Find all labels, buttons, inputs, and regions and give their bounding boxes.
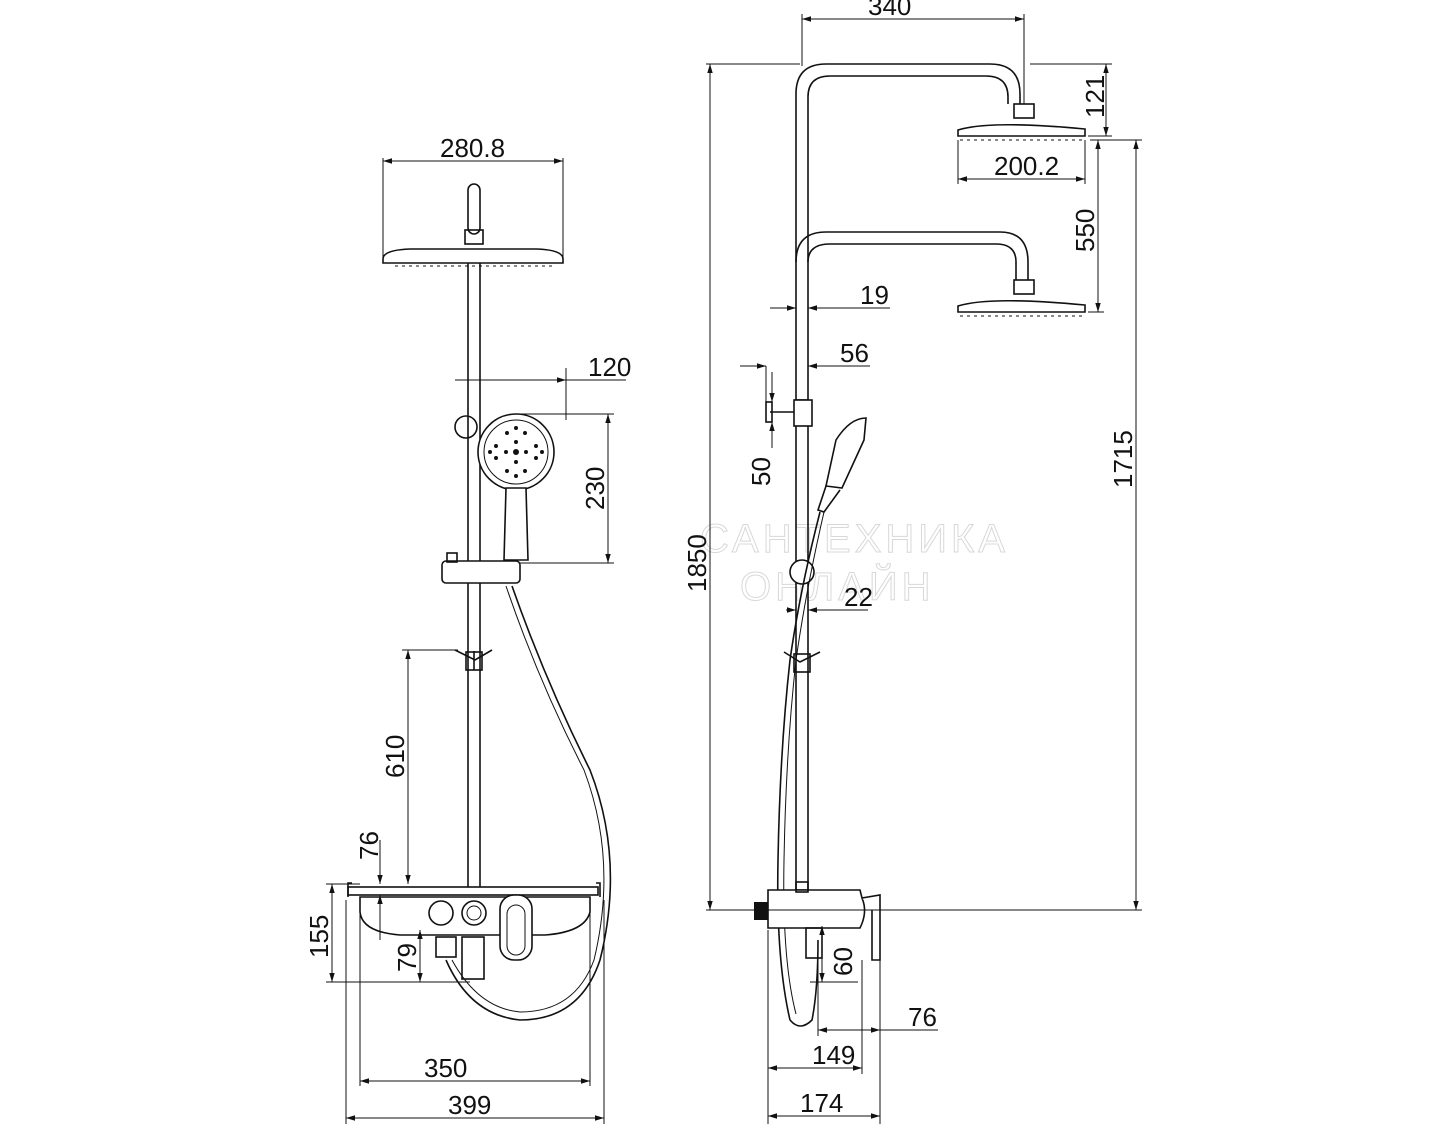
head-connector	[464, 229, 484, 245]
dim-pipe-diameter: 19	[860, 280, 889, 310]
dim-head-height: 121	[1080, 75, 1110, 118]
hand-shower-handle	[503, 487, 529, 561]
dim-mixer-height: 155	[304, 915, 334, 958]
thermostat-knob	[461, 900, 487, 926]
watermark: САНТЕХНИКА ОНЛАЙН	[700, 517, 1009, 610]
diverter-knob	[428, 900, 454, 926]
dim-head-width: 280.8	[440, 133, 505, 163]
dim-height-adjust: 550	[1070, 209, 1100, 252]
spray-nozzles	[488, 426, 544, 478]
overhead-shower-head-side-upper	[957, 123, 1086, 137]
watermark-line1: САНТЕХНИКА	[700, 517, 1009, 561]
overhead-shower-head-front	[382, 248, 564, 264]
side-hook	[783, 651, 821, 663]
dim-bracket-depth: 56	[840, 338, 869, 368]
dim-lever-depth: 76	[908, 1002, 937, 1032]
front-view: 280.8 120 230 610 76 155 79 350	[304, 133, 631, 1124]
dim-mixer-depth: 149	[812, 1040, 855, 1070]
dim-lower-pipe-diameter: 22	[844, 582, 873, 612]
shower-arm-side-lower	[795, 231, 1029, 280]
shower-hose-front	[445, 585, 612, 1021]
shelf-tray	[347, 886, 599, 896]
upper-holder	[454, 415, 478, 439]
dim-holder-to-tray: 610	[380, 735, 410, 778]
shower-arm-front	[467, 183, 481, 235]
dim-tray-height: 76	[354, 831, 384, 860]
mixer-lever-front	[499, 894, 533, 961]
dim-arm-reach: 340	[868, 0, 911, 21]
wall-bracket	[793, 399, 813, 427]
hose-connector	[435, 936, 457, 958]
mixer-body-side	[767, 889, 866, 929]
dim-hand-shower-height: 230	[580, 467, 610, 510]
dim-overall-width: 399	[448, 1090, 491, 1120]
dim-bracket-height: 50	[746, 457, 776, 486]
slider-bracket	[441, 560, 521, 584]
hand-shower-side	[825, 417, 867, 489]
dim-outlet-offset: 79	[392, 943, 422, 972]
dim-overall-height: 1850	[682, 534, 712, 592]
shower-hose-side	[776, 511, 821, 1027]
dim-tray-width: 350	[424, 1053, 467, 1083]
watermark-line2: ОНЛАЙН	[740, 563, 935, 609]
outlet-spout	[461, 936, 485, 980]
overhead-shower-head-side-lower	[957, 299, 1086, 313]
mixer-body-front	[359, 896, 591, 936]
wall-inlet	[754, 902, 768, 920]
dim-head-to-mixer: 1715	[1108, 430, 1138, 488]
dim-head-diameter: 200.2	[994, 151, 1059, 181]
dim-outlet-height: 60	[828, 947, 858, 976]
dim-overall-depth: 174	[800, 1088, 843, 1118]
middle-hook	[454, 649, 493, 670]
slider-ball	[789, 559, 815, 585]
shower-arm-side-upper	[795, 63, 1021, 400]
outlet-side	[805, 927, 823, 959]
dim-hand-shower-offset: 120	[588, 352, 631, 382]
side-view: 340 121 200.2 550 1715 1850 19 56	[682, 0, 1142, 1124]
